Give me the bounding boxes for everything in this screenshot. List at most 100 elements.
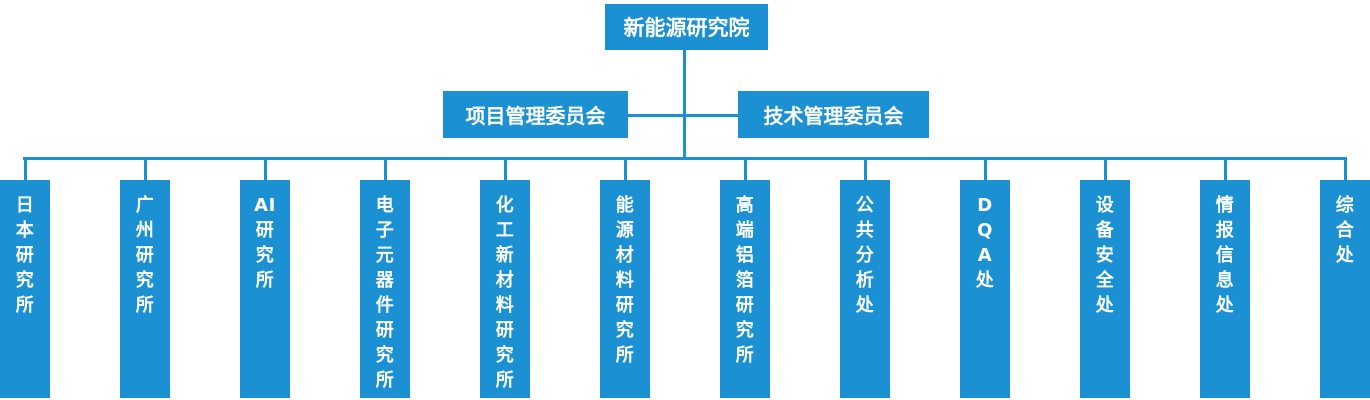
department-box: 日本研究所 <box>0 180 50 398</box>
connector-stub-line <box>503 157 507 180</box>
department-label-line: 州 <box>135 220 155 241</box>
department-label-line: 究 <box>735 320 755 341</box>
department-label-line: 情 <box>1215 195 1235 216</box>
org-node-committee-tech: 技术管理委员会 <box>738 91 929 138</box>
department-label-line: 化 <box>495 195 515 216</box>
department-label-line: 料 <box>615 270 635 291</box>
department-box: 公共分析处 <box>840 180 890 398</box>
connector-stub-line <box>1223 157 1227 180</box>
org-node-root-label: 新能源研究院 <box>623 16 750 40</box>
department-label-line: 料 <box>495 295 515 316</box>
department-label-line: 处 <box>1335 245 1355 266</box>
org-node-department: 日本研究所 <box>0 157 50 398</box>
org-node-department: 能源材料研究所 <box>600 157 650 398</box>
department-label-line: 综 <box>1335 195 1355 216</box>
department-label-line: 究 <box>15 270 35 291</box>
department-label-line: 器 <box>375 270 395 291</box>
department-label-line: 本 <box>15 220 35 241</box>
department-label-line: D <box>977 195 993 216</box>
department-box: 设备安全处 <box>1080 180 1130 398</box>
department-box: 化工新材料研究所 <box>480 180 530 398</box>
org-node-committee-project: 项目管理委员会 <box>443 91 628 138</box>
connector-stub-line <box>143 157 147 180</box>
connector-rail-line <box>23 157 1347 160</box>
connector-stub-line <box>983 157 987 180</box>
department-label-line: 广 <box>135 195 155 216</box>
org-node-department: 综合处 <box>1320 157 1370 398</box>
department-label-line: 件 <box>375 295 395 316</box>
department-box: 高端铝箔研究所 <box>720 180 770 398</box>
department-label-line: 报 <box>1215 220 1235 241</box>
department-label-line: 能 <box>615 195 635 216</box>
department-label-line: 究 <box>495 345 515 366</box>
department-label-line: 究 <box>135 270 155 291</box>
connector-stub-line <box>383 157 387 180</box>
department-label-line: 元 <box>375 245 395 266</box>
department-label-line: 安 <box>1095 245 1115 266</box>
department-label-line: 公 <box>855 195 875 216</box>
department-label-line: 铝 <box>735 245 755 266</box>
department-label-line: 研 <box>15 245 35 266</box>
department-label-line: 箔 <box>735 270 755 291</box>
org-node-root: 新能源研究院 <box>605 4 768 50</box>
department-box: 情报信息处 <box>1200 180 1250 398</box>
connector-trunk-line <box>683 50 686 160</box>
connector-committee-line <box>628 114 738 117</box>
org-node-department: 高端铝箔研究所 <box>720 157 770 398</box>
department-label-line: 处 <box>1215 295 1235 316</box>
org-node-department: 化工新材料研究所 <box>480 157 530 398</box>
department-box: 电子元器件研究所 <box>360 180 410 398</box>
department-label-line: 研 <box>495 320 515 341</box>
department-label-line: AI <box>254 195 276 216</box>
department-label-line: 所 <box>375 370 395 391</box>
department-label-line: 处 <box>1095 295 1115 316</box>
department-label-line: 处 <box>855 295 875 316</box>
department-label-line: Q <box>977 220 993 241</box>
department-label-line: 所 <box>135 295 155 316</box>
department-label-line: 究 <box>615 320 635 341</box>
department-box: AI 研究所 <box>240 180 290 398</box>
department-label-line: 所 <box>615 345 635 366</box>
department-label-line: 电 <box>375 195 395 216</box>
department-label-line: 析 <box>855 270 875 291</box>
department-label-line: 所 <box>735 345 755 366</box>
department-label-line: 所 <box>255 270 275 291</box>
department-label-line: 究 <box>375 345 395 366</box>
department-box: 广州研究所 <box>120 180 170 398</box>
department-label-line: 材 <box>495 270 515 291</box>
department-label-line: 日 <box>15 195 35 216</box>
org-node-department: 电子元器件研究所 <box>360 157 410 398</box>
department-label-line: 所 <box>495 370 515 391</box>
org-node-committee-tech-label: 技术管理委员会 <box>763 104 904 128</box>
org-node-department: 设备安全处 <box>1080 157 1130 398</box>
department-label-line: 工 <box>495 220 515 241</box>
department-label-line: 研 <box>135 245 155 266</box>
department-label-line: A <box>977 245 993 266</box>
org-node-department: 情报信息处 <box>1200 157 1250 398</box>
department-label-line: 材 <box>615 245 635 266</box>
department-label-line: 研 <box>255 220 275 241</box>
department-label-line: 合 <box>1335 220 1355 241</box>
connector-stub-line <box>1103 157 1107 180</box>
org-node-department: AI 研究所 <box>240 157 290 398</box>
org-node-department: 公共分析处 <box>840 157 890 398</box>
department-label-line: 设 <box>1095 195 1115 216</box>
department-label-line: 息 <box>1215 270 1235 291</box>
connector-stub-line <box>623 157 627 180</box>
connector-stub-line <box>863 157 867 180</box>
department-label-line: 分 <box>855 245 875 266</box>
department-label-line: 全 <box>1095 270 1115 291</box>
department-label-line: 高 <box>735 195 755 216</box>
org-node-department: 广州研究所 <box>120 157 170 398</box>
department-label-line: 研 <box>615 295 635 316</box>
department-label-line: 究 <box>255 245 275 266</box>
department-label-line: 源 <box>615 220 635 241</box>
department-label-line: 新 <box>495 245 515 266</box>
department-box: 能源材料研究所 <box>600 180 650 398</box>
department-label-line: 所 <box>15 295 35 316</box>
department-label-line: 端 <box>735 220 755 241</box>
